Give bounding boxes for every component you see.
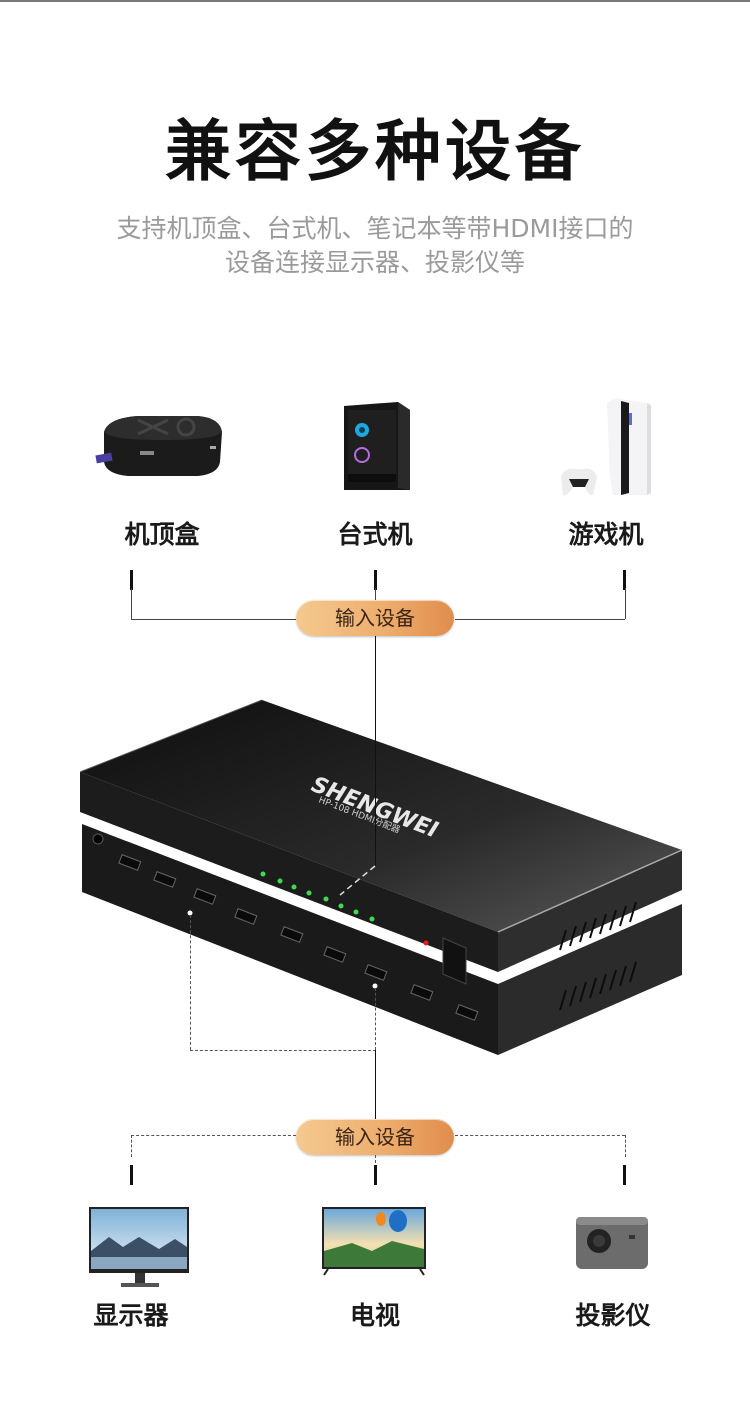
device-label-desktop: 台式机 bbox=[337, 520, 413, 549]
device-label-set-top-box: 机顶盒 bbox=[124, 520, 200, 549]
connector-line bbox=[375, 588, 376, 600]
led-8 bbox=[369, 916, 375, 922]
connector-line bbox=[625, 588, 626, 619]
led-7 bbox=[353, 909, 359, 915]
connector-line bbox=[625, 1135, 626, 1157]
connector-tick bbox=[130, 1165, 133, 1185]
connector-tick bbox=[130, 570, 133, 590]
top-border bbox=[0, 0, 750, 2]
device-label-console: 游戏机 bbox=[568, 520, 644, 549]
connector-tick bbox=[374, 570, 377, 590]
connector-line bbox=[190, 1050, 376, 1051]
led-6 bbox=[338, 903, 344, 909]
led-2 bbox=[277, 878, 283, 884]
device-label-monitor: 显示器 bbox=[93, 1301, 169, 1330]
connector-line bbox=[131, 588, 132, 619]
subtitle-line-2: 设备连接显示器、投影仪等 bbox=[224, 248, 525, 277]
page-title: 兼容多种设备 bbox=[165, 113, 585, 190]
connector-tick bbox=[623, 570, 626, 590]
led-3 bbox=[291, 884, 297, 890]
projector-icon bbox=[576, 1217, 648, 1269]
output-devices-pill: 输入设备 bbox=[296, 1119, 454, 1155]
device-label-tv: 电视 bbox=[349, 1301, 400, 1330]
subtitle-line-1: 支持机顶盒、台式机、笔记本等带HDMI接口的 bbox=[116, 214, 634, 243]
set-top-box-icon bbox=[95, 416, 222, 476]
connector-line bbox=[375, 988, 376, 1050]
connector-line bbox=[131, 1135, 296, 1136]
connector-line bbox=[375, 1155, 376, 1163]
connector-line bbox=[375, 636, 376, 866]
page-subtitle: 支持机顶盒、台式机、笔记本等带HDMI接口的 设备连接显示器、投影仪等 bbox=[0, 212, 750, 280]
led-5 bbox=[323, 896, 329, 902]
connector-line bbox=[131, 619, 296, 620]
connector-line bbox=[131, 1135, 132, 1157]
input-devices-pill: 输入设备 bbox=[296, 600, 454, 636]
led-4 bbox=[306, 890, 312, 896]
connector-line bbox=[375, 1050, 376, 1120]
connector-line bbox=[190, 915, 191, 1050]
connector-line bbox=[455, 1135, 625, 1136]
led-1 bbox=[260, 871, 266, 877]
desktop-pc-icon bbox=[344, 402, 410, 490]
tv-icon bbox=[322, 1207, 426, 1276]
game-console-icon bbox=[561, 398, 651, 496]
device-label-projector: 投影仪 bbox=[575, 1301, 651, 1330]
connector-tick bbox=[374, 1165, 377, 1185]
connector-tick bbox=[623, 1165, 626, 1185]
monitor-icon bbox=[89, 1207, 189, 1287]
connector-line bbox=[455, 619, 625, 620]
